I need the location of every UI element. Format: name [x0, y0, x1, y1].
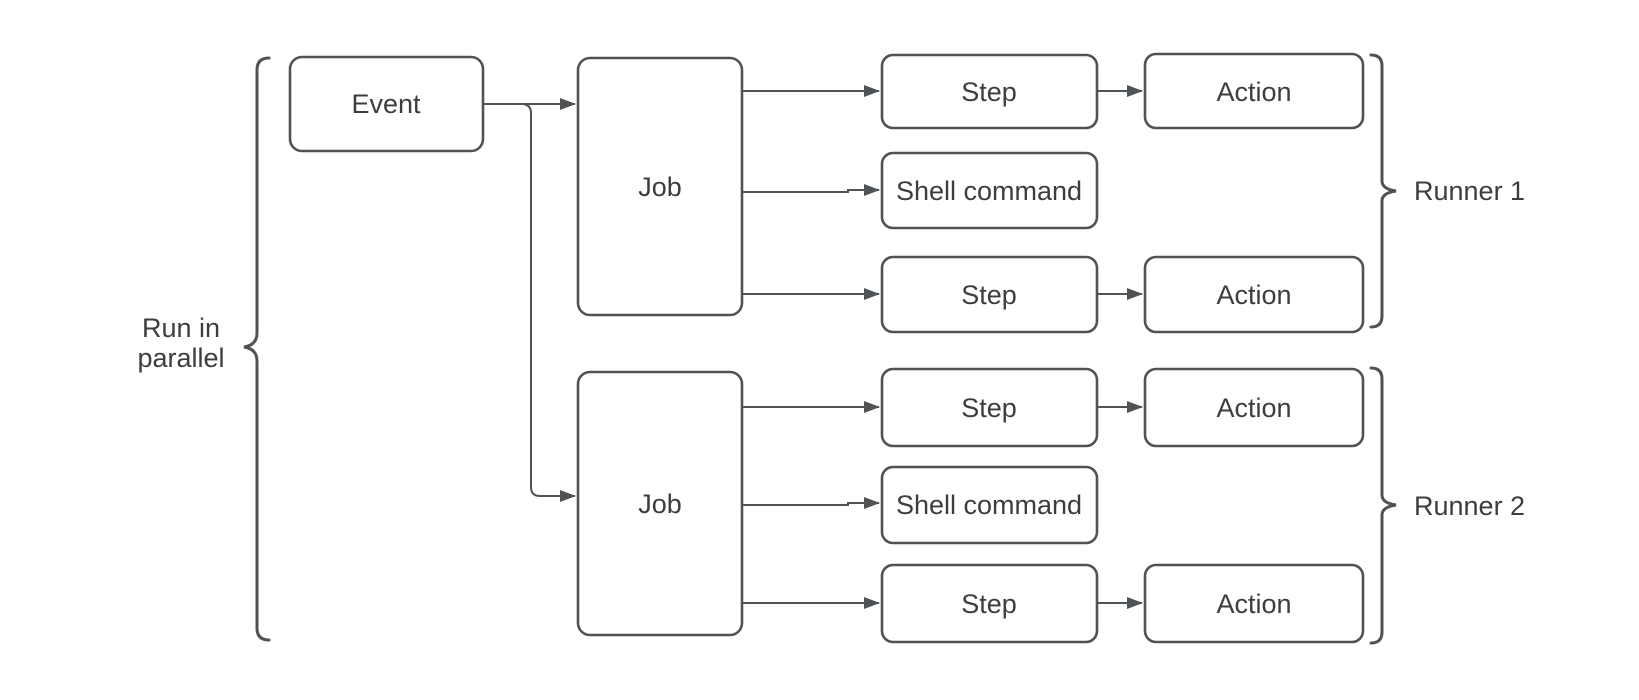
runner2-step2-node: Step: [880, 563, 1099, 644]
arrow-event-to-job2: [522, 103, 576, 502]
runner1-step1-node: Step: [880, 53, 1099, 130]
runner2-step2-box: [880, 563, 1099, 644]
runner1-group: Job Step Shell command Step Action Actio…: [576, 52, 1525, 334]
runner1-job-label: Job: [638, 172, 682, 202]
runner1-step1-box: [880, 53, 1099, 130]
runner2-action1-label: Action: [1216, 393, 1291, 423]
runner2-action2-node: Action: [1143, 563, 1365, 644]
runner2-shell-label: Shell command: [896, 490, 1082, 520]
event-box: [288, 55, 485, 153]
runner1-step1-label: Step: [961, 77, 1017, 107]
event-label: Event: [351, 89, 421, 119]
runner2-shell-node: Shell command: [880, 465, 1099, 545]
arrow-job1-to-shell: [742, 184, 880, 196]
runner1-action1-label: Action: [1216, 77, 1291, 107]
parallel-brace-icon: [243, 56, 271, 642]
runner2-brace-icon: [1369, 366, 1397, 645]
runner2-step1-label: Step: [961, 393, 1017, 423]
runner2-step2-label: Step: [961, 589, 1017, 619]
runner1-label: Runner 1: [1414, 176, 1525, 206]
runner2-label: Runner 2: [1414, 491, 1525, 521]
runner1-shell-label: Shell command: [896, 176, 1082, 206]
runner1-action1-node: Action: [1143, 52, 1365, 130]
runner1-action1-box: [1143, 52, 1365, 130]
runner2-step1-box: [880, 367, 1099, 448]
runner2-job-node: Job: [576, 370, 744, 637]
runner1-step2-label: Step: [961, 280, 1017, 310]
runner1-shell-box: [880, 151, 1099, 230]
runner1-action2-node: Action: [1143, 255, 1365, 334]
runner1-action2-box: [1143, 255, 1365, 334]
runner2-shell-box: [880, 465, 1099, 545]
runner1-step2-box: [880, 255, 1099, 334]
runner1-shell-node: Shell command: [880, 151, 1099, 230]
runner2-group: Job Step Shell command Step Action Actio…: [576, 366, 1525, 645]
runner2-job-box: [576, 370, 744, 637]
runner2-action2-label: Action: [1216, 589, 1291, 619]
runner2-action1-node: Action: [1143, 367, 1365, 448]
runner2-action2-box: [1143, 563, 1365, 644]
runner1-action2-label: Action: [1216, 280, 1291, 310]
event-node: Event: [288, 55, 485, 153]
runner2-action1-box: [1143, 367, 1365, 448]
runner1-brace-icon: [1369, 53, 1397, 329]
runner2-step1-node: Step: [880, 367, 1099, 448]
parallel-label-line1: Run in: [142, 313, 220, 343]
runner1-job-box: [576, 56, 744, 317]
parallel-label-line2: parallel: [137, 343, 224, 373]
runner1-step2-node: Step: [880, 255, 1099, 334]
runner1-job-node: Job: [576, 56, 744, 317]
arrow-job2-to-shell: [742, 497, 880, 509]
runner2-job-label: Job: [638, 489, 682, 519]
